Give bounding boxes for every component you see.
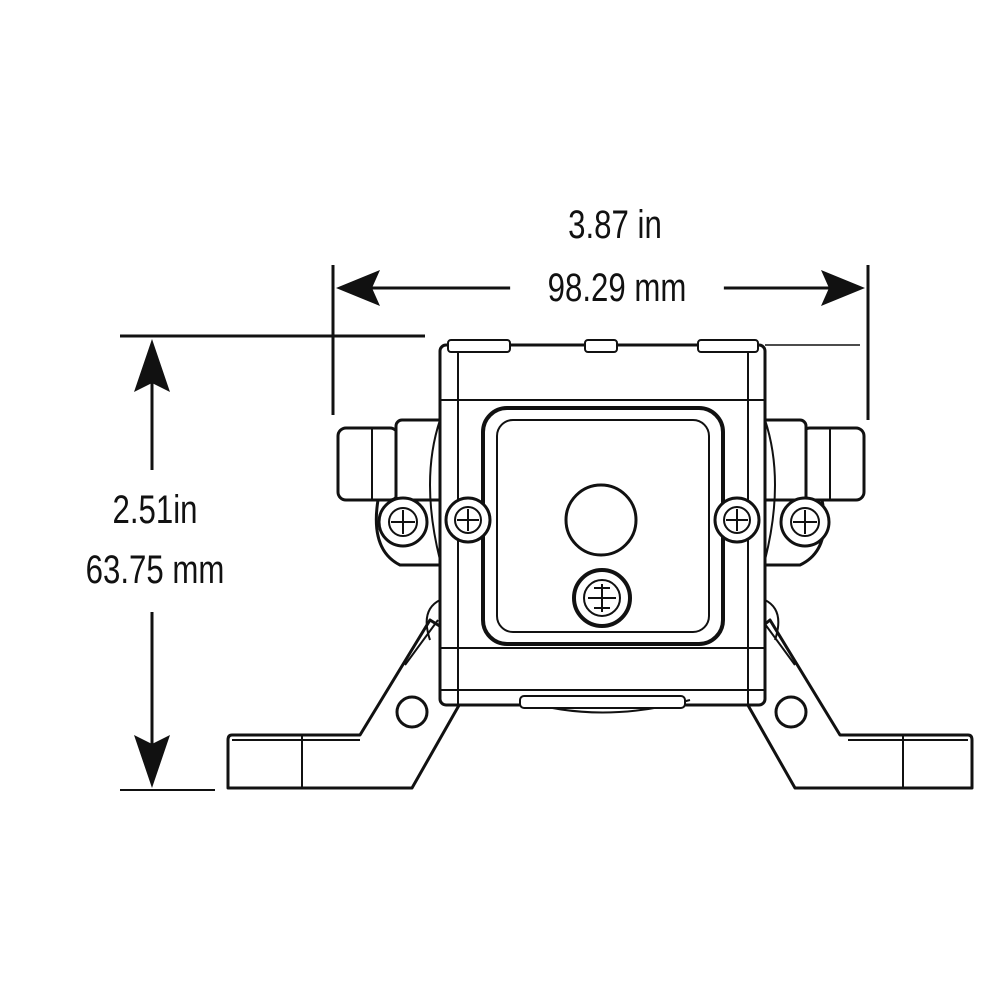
screw-left-outer [377, 496, 429, 548]
pump-body [226, 339, 974, 790]
left-mount-hole [395, 695, 429, 729]
width-mm-label: 98.29 mm [510, 268, 724, 308]
right-foot [743, 618, 974, 790]
center-port [564, 483, 638, 557]
screw-right-outer [779, 496, 831, 548]
height-dimension [120, 334, 425, 791]
height-mm-label: 63.75 mm [65, 550, 245, 590]
height-arrow-bottom [134, 735, 170, 788]
width-inches-label: 3.87 in [540, 205, 690, 245]
height-inches-label: 2.51in [77, 490, 233, 530]
right-port [756, 418, 866, 514]
width-arrow-left [336, 270, 380, 306]
width-arrow-right [821, 270, 865, 306]
screw-center [572, 568, 632, 628]
mounting-base [226, 618, 974, 790]
height-arrow-top [134, 339, 170, 392]
right-mount-hole [774, 695, 808, 729]
left-foot [226, 618, 464, 790]
screw-left-inner [444, 496, 492, 544]
screw-right-inner [713, 496, 761, 544]
